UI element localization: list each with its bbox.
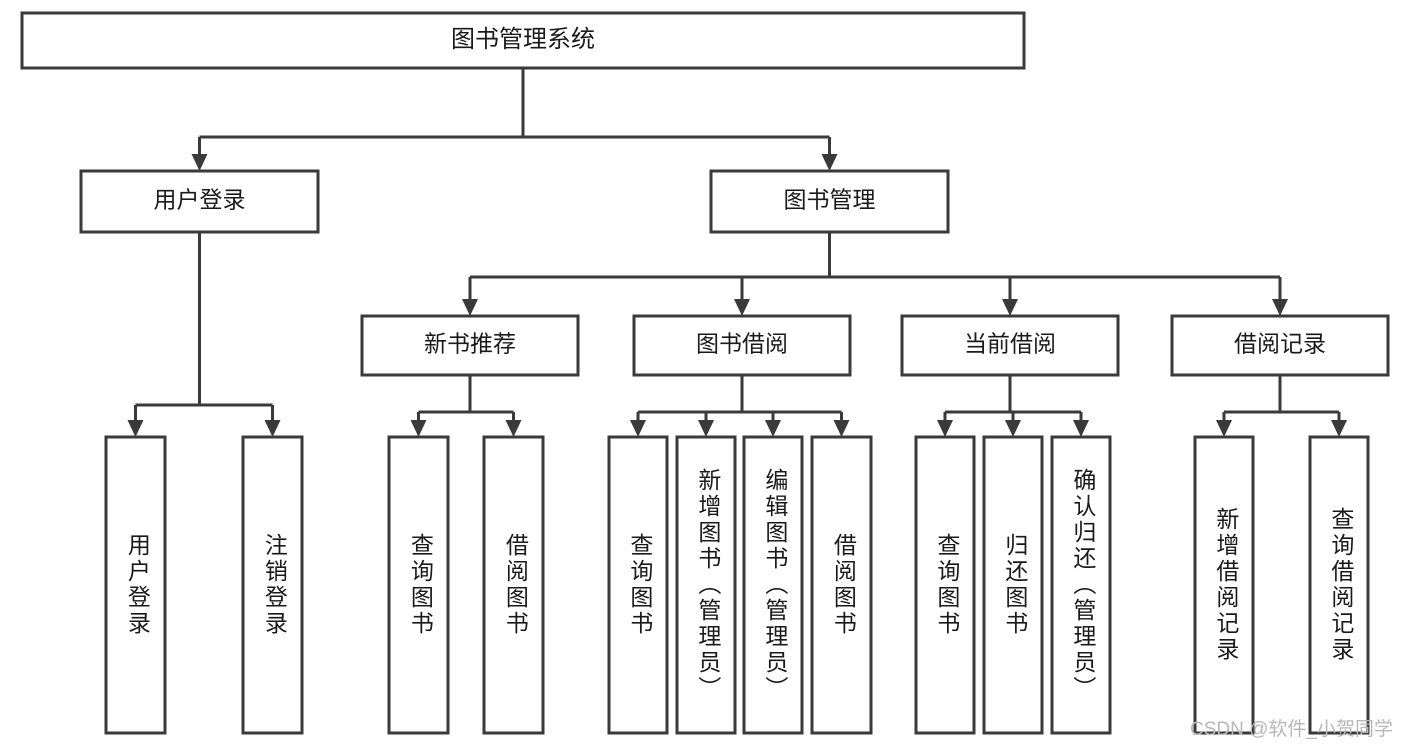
node-label-borrow-record: 借阅记录 (1234, 331, 1326, 357)
node-box-leaf-edit-book-admin (742, 435, 804, 735)
node-leaf-borrow-book[interactable]: 借阅图书 (810, 435, 873, 735)
node-label-leaf-user-logout: 注销登录 (261, 533, 288, 637)
node-box-current-borrow (900, 314, 1120, 377)
connector-current-borrow-to-leaf-confirm-return-admin-arrowhead (1073, 420, 1089, 437)
node-box-leaf-query-borrow-record (1308, 435, 1370, 735)
connector-book-borrow-to-leaf-query-book-borrow-arrowhead (630, 420, 646, 437)
node-box-leaf-add-borrow-record (1193, 435, 1255, 735)
connector-book-manage-to-borrow-record-arrowhead (1272, 299, 1288, 316)
node-box-leaf-query-book-cur (914, 435, 976, 735)
node-box-leaf-query-book-borrow (607, 435, 669, 735)
node-label-leaf-borrow-book-rec: 借阅图书 (502, 533, 529, 637)
node-box-leaf-confirm-return-admin (1050, 435, 1112, 735)
node-label-current-borrow: 当前借阅 (964, 331, 1056, 357)
node-borrow-record[interactable]: 借阅记录 (1170, 314, 1390, 377)
node-book-borrow[interactable]: 图书借阅 (632, 314, 852, 377)
node-box-leaf-user-login (104, 435, 167, 735)
connector-book-manage-to-book-borrow-arrowhead (734, 299, 750, 316)
node-leaf-query-book-rec[interactable]: 查询图书 (387, 435, 450, 735)
node-leaf-add-book-admin[interactable]: 新增图书（管理员） (675, 435, 737, 735)
node-leaf-user-logout[interactable]: 注销登录 (241, 435, 304, 735)
connector-book-manage-to-current-borrow-arrowhead (1002, 299, 1018, 316)
node-label-leaf-return-book: 归还图书 (1002, 533, 1029, 637)
node-leaf-borrow-book-rec[interactable]: 借阅图书 (482, 435, 545, 735)
node-root[interactable]: 图书管理系统 (20, 11, 1026, 70)
node-leaf-query-book-cur[interactable]: 查询图书 (914, 435, 976, 735)
node-label-leaf-query-book-rec: 查询图书 (407, 533, 434, 637)
node-label-leaf-add-borrow-record: 新增借阅记录 (1213, 507, 1240, 663)
connector-book-borrow-to-leaf-add-book-admin-arrowhead (698, 420, 714, 437)
node-box-root (20, 11, 1026, 70)
connector-borrow-record-to-leaf-add-borrow-record-arrowhead (1216, 420, 1232, 437)
connector-user-login-to-leaf-user-login-arrowhead (127, 420, 144, 437)
node-label-user-login: 用户登录 (154, 187, 246, 213)
node-leaf-query-book-borrow[interactable]: 查询图书 (607, 435, 669, 735)
connector-current-borrow-to-leaf-query-book-cur-arrowhead (937, 420, 953, 437)
connector-root-to-user-login-arrowhead (191, 154, 208, 171)
node-label-leaf-query-book-cur: 查询图书 (934, 533, 961, 637)
connector-borrow-record-to-leaf-query-borrow-record-arrowhead (1331, 420, 1347, 437)
connector-lines (127, 68, 1347, 437)
node-leaf-add-borrow-record[interactable]: 新增借阅记录 (1193, 435, 1255, 735)
node-book-manage[interactable]: 图书管理 (709, 169, 950, 234)
node-box-new-book-rec (360, 314, 580, 377)
node-label-leaf-borrow-book: 借阅图书 (830, 533, 857, 637)
node-label-leaf-add-book-admin: 新增图书（管理员） (695, 468, 722, 702)
node-current-borrow[interactable]: 当前借阅 (900, 314, 1120, 377)
node-boxes: 图书管理系统用户登录图书管理新书推荐图书借阅当前借阅借阅记录用户登录注销登录查询… (20, 11, 1390, 735)
node-leaf-return-book[interactable]: 归还图书 (982, 435, 1044, 735)
node-leaf-edit-book-admin[interactable]: 编辑图书（管理员） (742, 435, 804, 735)
connector-book-manage-to-new-book-rec-arrowhead (462, 299, 478, 316)
node-leaf-query-borrow-record[interactable]: 查询借阅记录 (1308, 435, 1370, 735)
node-leaf-user-login[interactable]: 用户登录 (104, 435, 167, 735)
node-box-leaf-user-logout (241, 435, 304, 735)
node-label-book-manage: 图书管理 (784, 187, 876, 213)
connector-book-borrow-to-leaf-borrow-book-arrowhead (833, 420, 850, 437)
node-label-leaf-query-borrow-record: 查询借阅记录 (1328, 507, 1355, 663)
node-label-leaf-edit-book-admin: 编辑图书（管理员） (762, 468, 789, 702)
node-box-leaf-borrow-book-rec (482, 435, 545, 735)
node-user-login[interactable]: 用户登录 (79, 169, 320, 234)
node-leaf-confirm-return-admin[interactable]: 确认归还（管理员） (1050, 435, 1112, 735)
node-label-root: 图书管理系统 (451, 26, 595, 53)
connector-user-login-to-leaf-user-logout-arrowhead (264, 420, 281, 437)
connector-current-borrow-to-leaf-return-book-arrowhead (1005, 420, 1021, 437)
connector-new-book-rec-to-leaf-borrow-book-rec-arrowhead (505, 420, 522, 437)
node-box-leaf-borrow-book (810, 435, 873, 735)
node-box-book-borrow (632, 314, 852, 377)
node-label-leaf-user-login: 用户登录 (124, 533, 151, 637)
node-new-book-rec[interactable]: 新书推荐 (360, 314, 580, 377)
connector-new-book-rec-to-leaf-query-book-rec-arrowhead (410, 420, 427, 437)
node-label-book-borrow: 图书借阅 (696, 331, 788, 357)
connector-root-to-book-manage-arrowhead (821, 154, 838, 171)
node-box-borrow-record (1170, 314, 1390, 377)
node-box-user-login (79, 169, 320, 234)
node-box-book-manage (709, 169, 950, 234)
connector-book-borrow-to-leaf-edit-book-admin-arrowhead (765, 420, 781, 437)
node-label-leaf-query-book-borrow: 查询图书 (627, 533, 654, 637)
node-label-leaf-confirm-return-admin: 确认归还（管理员） (1070, 468, 1097, 702)
node-label-new-book-rec: 新书推荐 (424, 331, 516, 357)
node-box-leaf-add-book-admin (675, 435, 737, 735)
node-box-leaf-query-book-rec (387, 435, 450, 735)
node-box-leaf-return-book (982, 435, 1044, 735)
